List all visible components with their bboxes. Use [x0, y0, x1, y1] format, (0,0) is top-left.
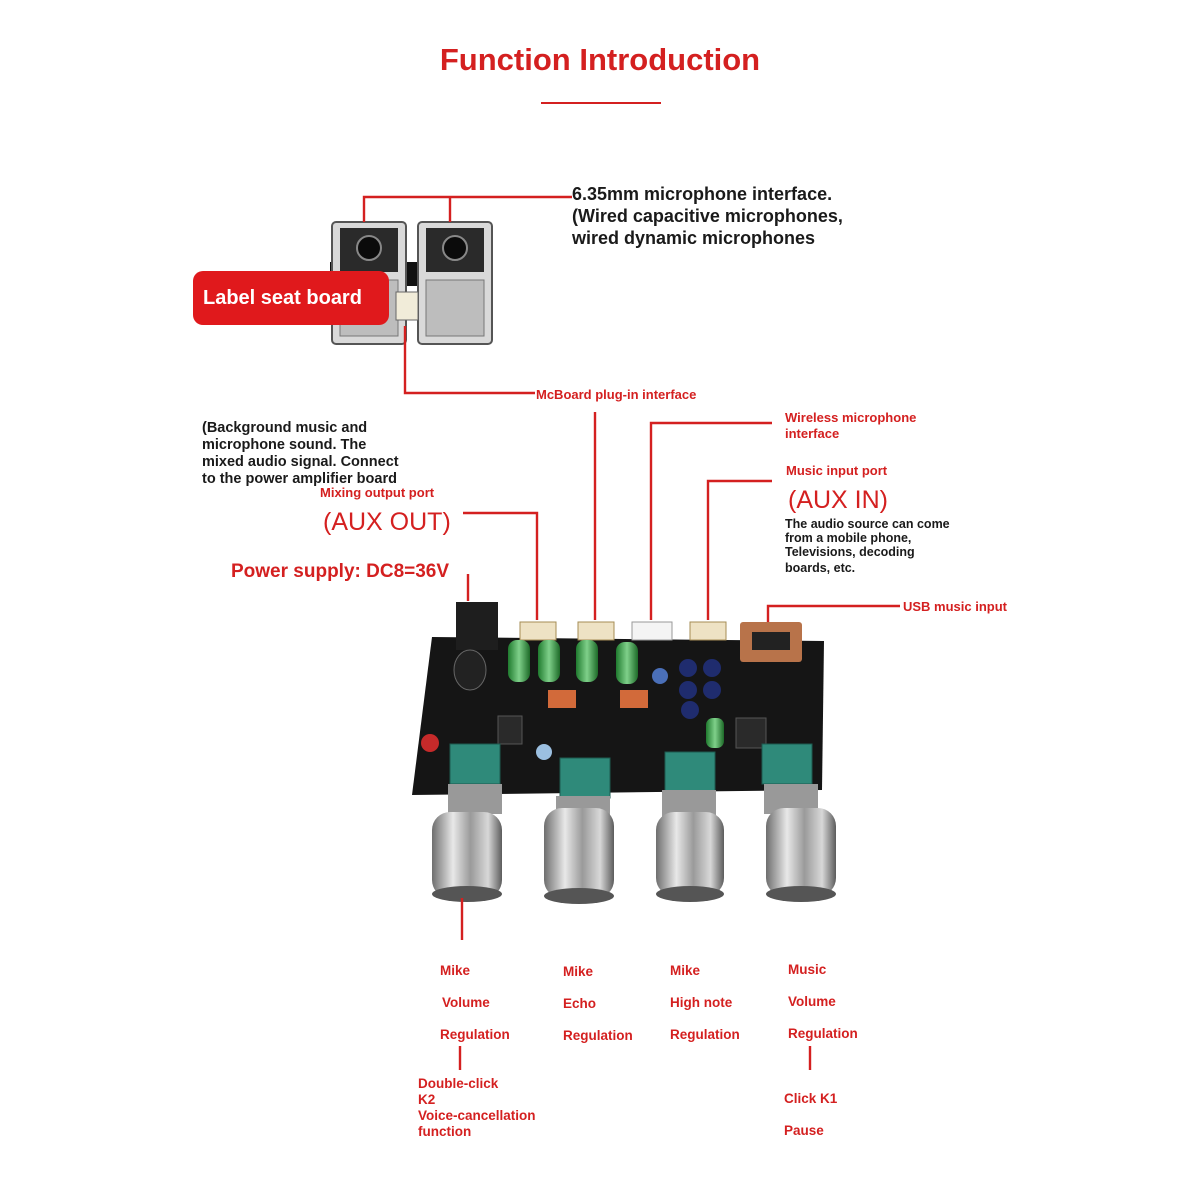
knob-4-extra: Click K1 Pause [784, 1083, 837, 1147]
knob-1-extra-line-3: Voice-cancellation [418, 1108, 536, 1123]
wireless-label: Wireless microphone interface [785, 410, 916, 442]
knob-1-extra-line-2: K2 [418, 1092, 436, 1107]
knob-4-line-3: Regulation [788, 1026, 858, 1041]
page-title: Function Introduction [439, 42, 761, 77]
knob-1-line-3: Regulation [440, 1027, 510, 1042]
knob-1-extra-line-1: Double-click [418, 1076, 499, 1091]
knob-4-extra-line-2: Pause [784, 1123, 824, 1138]
label-seat-badge: Label seat board [193, 271, 389, 325]
aux-in-note: The audio source can come from a mobile … [785, 517, 950, 575]
knob-4-extra-line-1: Click K1 [784, 1091, 838, 1106]
knob-1-extra: Double-click K2 Voice-cancellation funct… [418, 1076, 536, 1140]
mic-interface-line-2: (Wired capacitive microphones, [572, 206, 843, 226]
wireless-line-2: interface [785, 426, 840, 441]
mixing-note-line-3: mixed audio signal. Connect [202, 454, 399, 470]
knob-1-line-2: Volume [442, 995, 490, 1010]
knob-label-3: Mike High note Regulation [670, 955, 740, 1051]
wireless-line-1: Wireless microphone [785, 410, 917, 425]
knob-1-line-1: Mike [440, 963, 471, 978]
aux-in-note-line-3: Televisions, decoding [785, 545, 915, 559]
knob-1-extra-line-4: function [418, 1124, 472, 1139]
aux-in-note-line-2: from a mobile phone, [785, 531, 912, 545]
mixing-note: (Background music and microphone sound. … [202, 420, 399, 488]
mic-interface-line-1: 6.35mm microphone interface. [572, 184, 833, 204]
mixing-output-label: Mixing output port [320, 485, 435, 500]
aux-in-note-line-4: boards, etc. [785, 561, 856, 575]
mcboard-label: McBoard plug-in interface [536, 387, 697, 402]
aux-in-note-line-1: The audio source can come [785, 517, 950, 531]
knob-4-line-2: Volume [788, 994, 836, 1009]
title-underline [541, 102, 661, 104]
mixing-note-line-4: to the power amplifier board [202, 471, 397, 487]
aux-out-label: (AUX OUT) [323, 508, 451, 536]
knob-3-line-3: Regulation [670, 1027, 740, 1042]
mic-interface-label: 6.35mm microphone interface. (Wired capa… [572, 183, 843, 249]
pcb-image [412, 602, 836, 904]
knob-label-1: Mike Volume Regulation [440, 955, 510, 1051]
knob-3-line-2: High note [670, 995, 733, 1010]
mic-interface-line-3: wired dynamic microphones [572, 228, 816, 248]
usb-input-label: USB music input [903, 599, 1008, 614]
knob-label-2: Mike Echo Regulation [563, 956, 633, 1052]
power-supply-label: Power supply: DC8=36V [231, 561, 450, 582]
knob-2-line-1: Mike [563, 964, 594, 979]
knob-2-line-2: Echo [563, 996, 597, 1011]
music-input-label: Music input port [786, 463, 888, 478]
knob-3-line-1: Mike [670, 963, 701, 978]
mixing-note-line-1: (Background music and [202, 420, 368, 436]
aux-in-label: (AUX IN) [788, 486, 888, 514]
mixing-note-line-2: microphone sound. The [202, 437, 367, 453]
knob-4-line-1: Music [788, 962, 827, 977]
knob-label-4: Music Volume Regulation [788, 954, 858, 1050]
knob-2-line-3: Regulation [563, 1028, 633, 1043]
leader-lines [362, 195, 900, 1070]
